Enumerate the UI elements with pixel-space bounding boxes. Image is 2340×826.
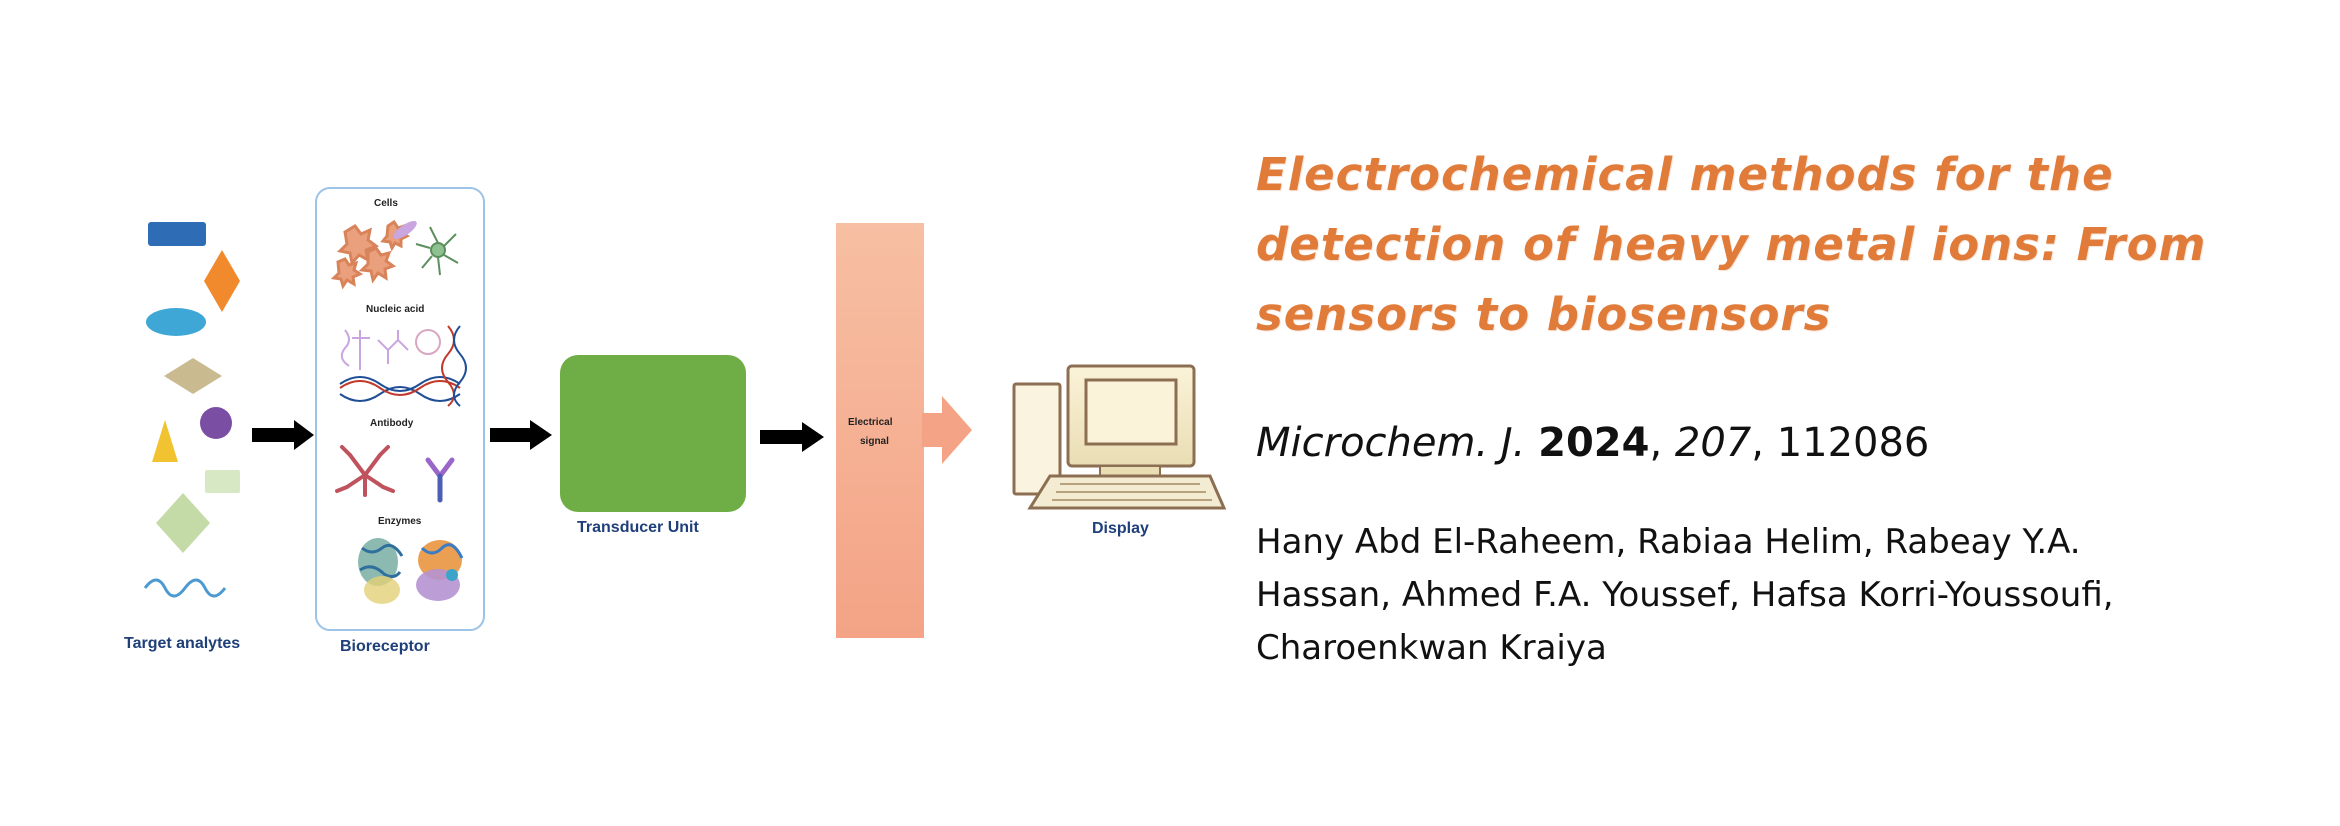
- bioreceptor-section-antibody-label: Antibody: [370, 418, 414, 429]
- analyte-green-diamond-icon: [156, 493, 210, 553]
- computer-display-icon: [1012, 364, 1227, 510]
- bioreceptor-panel: Cells Nucleic acid Antibody: [315, 187, 485, 655]
- transducer-unit-label: Transducer Unit: [577, 519, 699, 536]
- electrical-signal-label-line2: signal: [860, 436, 889, 447]
- citation-volume: 207: [1674, 420, 1752, 466]
- citation-sep3: ,: [1751, 420, 1777, 466]
- bioreceptor-border: [315, 187, 485, 631]
- bioreceptor-section-enzymes-label: Enzymes: [378, 516, 422, 527]
- citation-article: 112086: [1776, 420, 1930, 466]
- analyte-wave-icon: [143, 578, 227, 598]
- electrical-signal-label-line1: Electrical: [848, 417, 893, 428]
- cell-purple-icon: [393, 220, 417, 240]
- citation-sep1: [1525, 420, 1538, 466]
- bioreceptor-section-nucleic-label: Nucleic acid: [366, 304, 424, 315]
- analyte-tan-diamond-icon: [164, 358, 222, 394]
- arrow-1-icon: [252, 420, 314, 450]
- neuron-cell-icon: [415, 226, 459, 276]
- nucleic-acid-icon: [339, 325, 467, 407]
- arrow-3-icon: [760, 422, 824, 452]
- paper-title: Electrochemical methods for the detectio…: [1256, 148, 2207, 341]
- biosensor-diagram: Target analytes Cells Nucleic acid: [124, 187, 1227, 655]
- analyte-light-green-rectangle-icon: [205, 470, 240, 493]
- analyte-purple-circle-icon: [200, 407, 232, 439]
- electrical-signal-bar: [836, 223, 924, 638]
- citation: Microchem. J. 2024, 207, 112086: [1256, 420, 2276, 466]
- citation-sep2: ,: [1649, 420, 1675, 466]
- citation-year: 2024: [1538, 420, 1650, 466]
- analyte-orange-diamond-icon: [204, 250, 240, 312]
- analyte-cyan-ellipse-icon: [146, 308, 206, 336]
- antibody-y-icon: [425, 457, 455, 503]
- transducer-unit-box: [560, 355, 746, 512]
- target-analytes-label: Target analytes: [124, 635, 240, 652]
- analyte-yellow-triangle-icon: [152, 420, 178, 462]
- bioreceptor-label: Bioreceptor: [340, 638, 430, 655]
- antibody-icon: [335, 445, 395, 497]
- signal-arrow-icon: [922, 396, 972, 464]
- author-list: Hany Abd El-Raheem, Rabiaa Helim, Rabeay…: [1256, 522, 2114, 668]
- paper-info: Electrochemical methods for the detectio…: [1256, 140, 2276, 675]
- citation-journal: Microchem. J.: [1256, 420, 1526, 466]
- bioreceptor-section-cells-label: Cells: [374, 198, 398, 209]
- enzyme-protein-icon: [358, 538, 464, 604]
- display-label: Display: [1092, 520, 1149, 537]
- target-analytes-group: Target analytes: [124, 222, 240, 652]
- arrow-2-icon: [490, 420, 552, 450]
- analyte-blue-rectangle-icon: [148, 222, 206, 246]
